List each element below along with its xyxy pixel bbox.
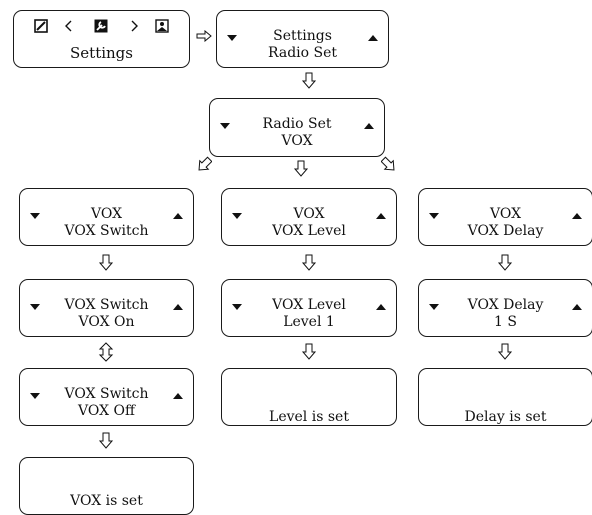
scroll-up-icon	[173, 393, 183, 399]
scroll-up-icon	[364, 123, 374, 129]
box-line-2: Radio Set	[267, 45, 338, 61]
box-line-1: VOX	[90, 206, 123, 222]
chevron-right-icon	[127, 19, 141, 33]
scroll-down-icon	[429, 304, 439, 310]
level-is-set-box: Level is set	[221, 368, 397, 426]
arrow-down-icon	[293, 160, 309, 178]
box-line-2: VOX Delay	[467, 223, 544, 239]
arrow-down-icon	[301, 72, 317, 90]
arrow-down-icon	[497, 254, 513, 272]
scroll-up-icon	[173, 213, 183, 219]
arrow-up-down-icon	[98, 342, 114, 362]
confirmation-text: Delay is set	[464, 409, 547, 425]
box-line-1: VOX Switch	[64, 297, 149, 313]
scroll-down-icon	[30, 393, 40, 399]
wrench-icon	[94, 19, 108, 33]
box-line-2: VOX On	[78, 314, 135, 330]
settings-menu-box: Settings	[13, 10, 190, 68]
scroll-down-icon	[227, 35, 237, 41]
scroll-up-icon	[572, 213, 582, 219]
arrow-down-icon	[98, 432, 114, 450]
scroll-down-icon	[429, 213, 439, 219]
scroll-down-icon	[232, 213, 242, 219]
vox-switch-off-box: VOX Switch VOX Off	[19, 368, 194, 426]
vox-is-set-box: VOX is set	[19, 457, 194, 515]
box-line-1: VOX Switch	[64, 386, 149, 402]
arrow-down-icon	[301, 254, 317, 272]
arrow-down-left-icon	[196, 156, 212, 174]
box-line-1: VOX Level	[272, 297, 346, 313]
box-line-1: VOX	[293, 206, 325, 222]
arrow-down-icon	[301, 343, 317, 361]
box-line-2: VOX Off	[78, 403, 135, 419]
arrow-right-icon	[196, 30, 212, 42]
arrow-down-icon	[98, 254, 114, 272]
scroll-up-icon	[376, 213, 386, 219]
confirmation-text: VOX is set	[70, 493, 143, 509]
scroll-up-icon	[173, 304, 183, 310]
box-line-2: VOX Switch	[64, 223, 149, 239]
confirmation-text: Level is set	[269, 409, 349, 425]
box-line-1: VOX Delay	[467, 297, 544, 313]
box-line-2: Level 1	[283, 314, 335, 330]
scroll-down-icon	[30, 213, 40, 219]
settings-radio-set-box: Settings Radio Set	[216, 10, 389, 68]
vox-switch-menu-box: VOX VOX Switch	[19, 188, 194, 246]
picture-icon	[155, 19, 169, 33]
pencil-box-icon	[34, 19, 48, 33]
scroll-up-icon	[368, 35, 378, 41]
scroll-up-icon	[376, 304, 386, 310]
vox-level-menu-box: VOX VOX Level	[221, 188, 397, 246]
box-line-1: VOX	[489, 206, 522, 222]
radio-set-vox-box: Radio Set VOX	[209, 98, 385, 157]
vox-switch-on-box: VOX Switch VOX On	[19, 279, 194, 337]
settings-title: Settings	[70, 44, 133, 62]
vox-delay-menu-box: VOX VOX Delay	[418, 188, 592, 246]
arrow-down-icon	[497, 343, 513, 361]
box-line-2: 1 S	[494, 314, 517, 330]
scroll-down-icon	[30, 304, 40, 310]
box-line-2: VOX Level	[272, 223, 346, 239]
vox-level-1-box: VOX Level Level 1	[221, 279, 397, 337]
scroll-down-icon	[232, 304, 242, 310]
chevron-left-icon	[62, 19, 76, 33]
box-line-1: Settings	[273, 28, 332, 44]
arrow-down-right-icon	[381, 156, 397, 174]
delay-is-set-box: Delay is set	[418, 368, 592, 426]
box-line-2: VOX	[281, 133, 313, 149]
vox-delay-1s-box: VOX Delay 1 S	[418, 279, 592, 337]
scroll-down-icon	[220, 123, 230, 129]
scroll-up-icon	[572, 304, 582, 310]
box-line-1: Radio Set	[262, 116, 332, 132]
